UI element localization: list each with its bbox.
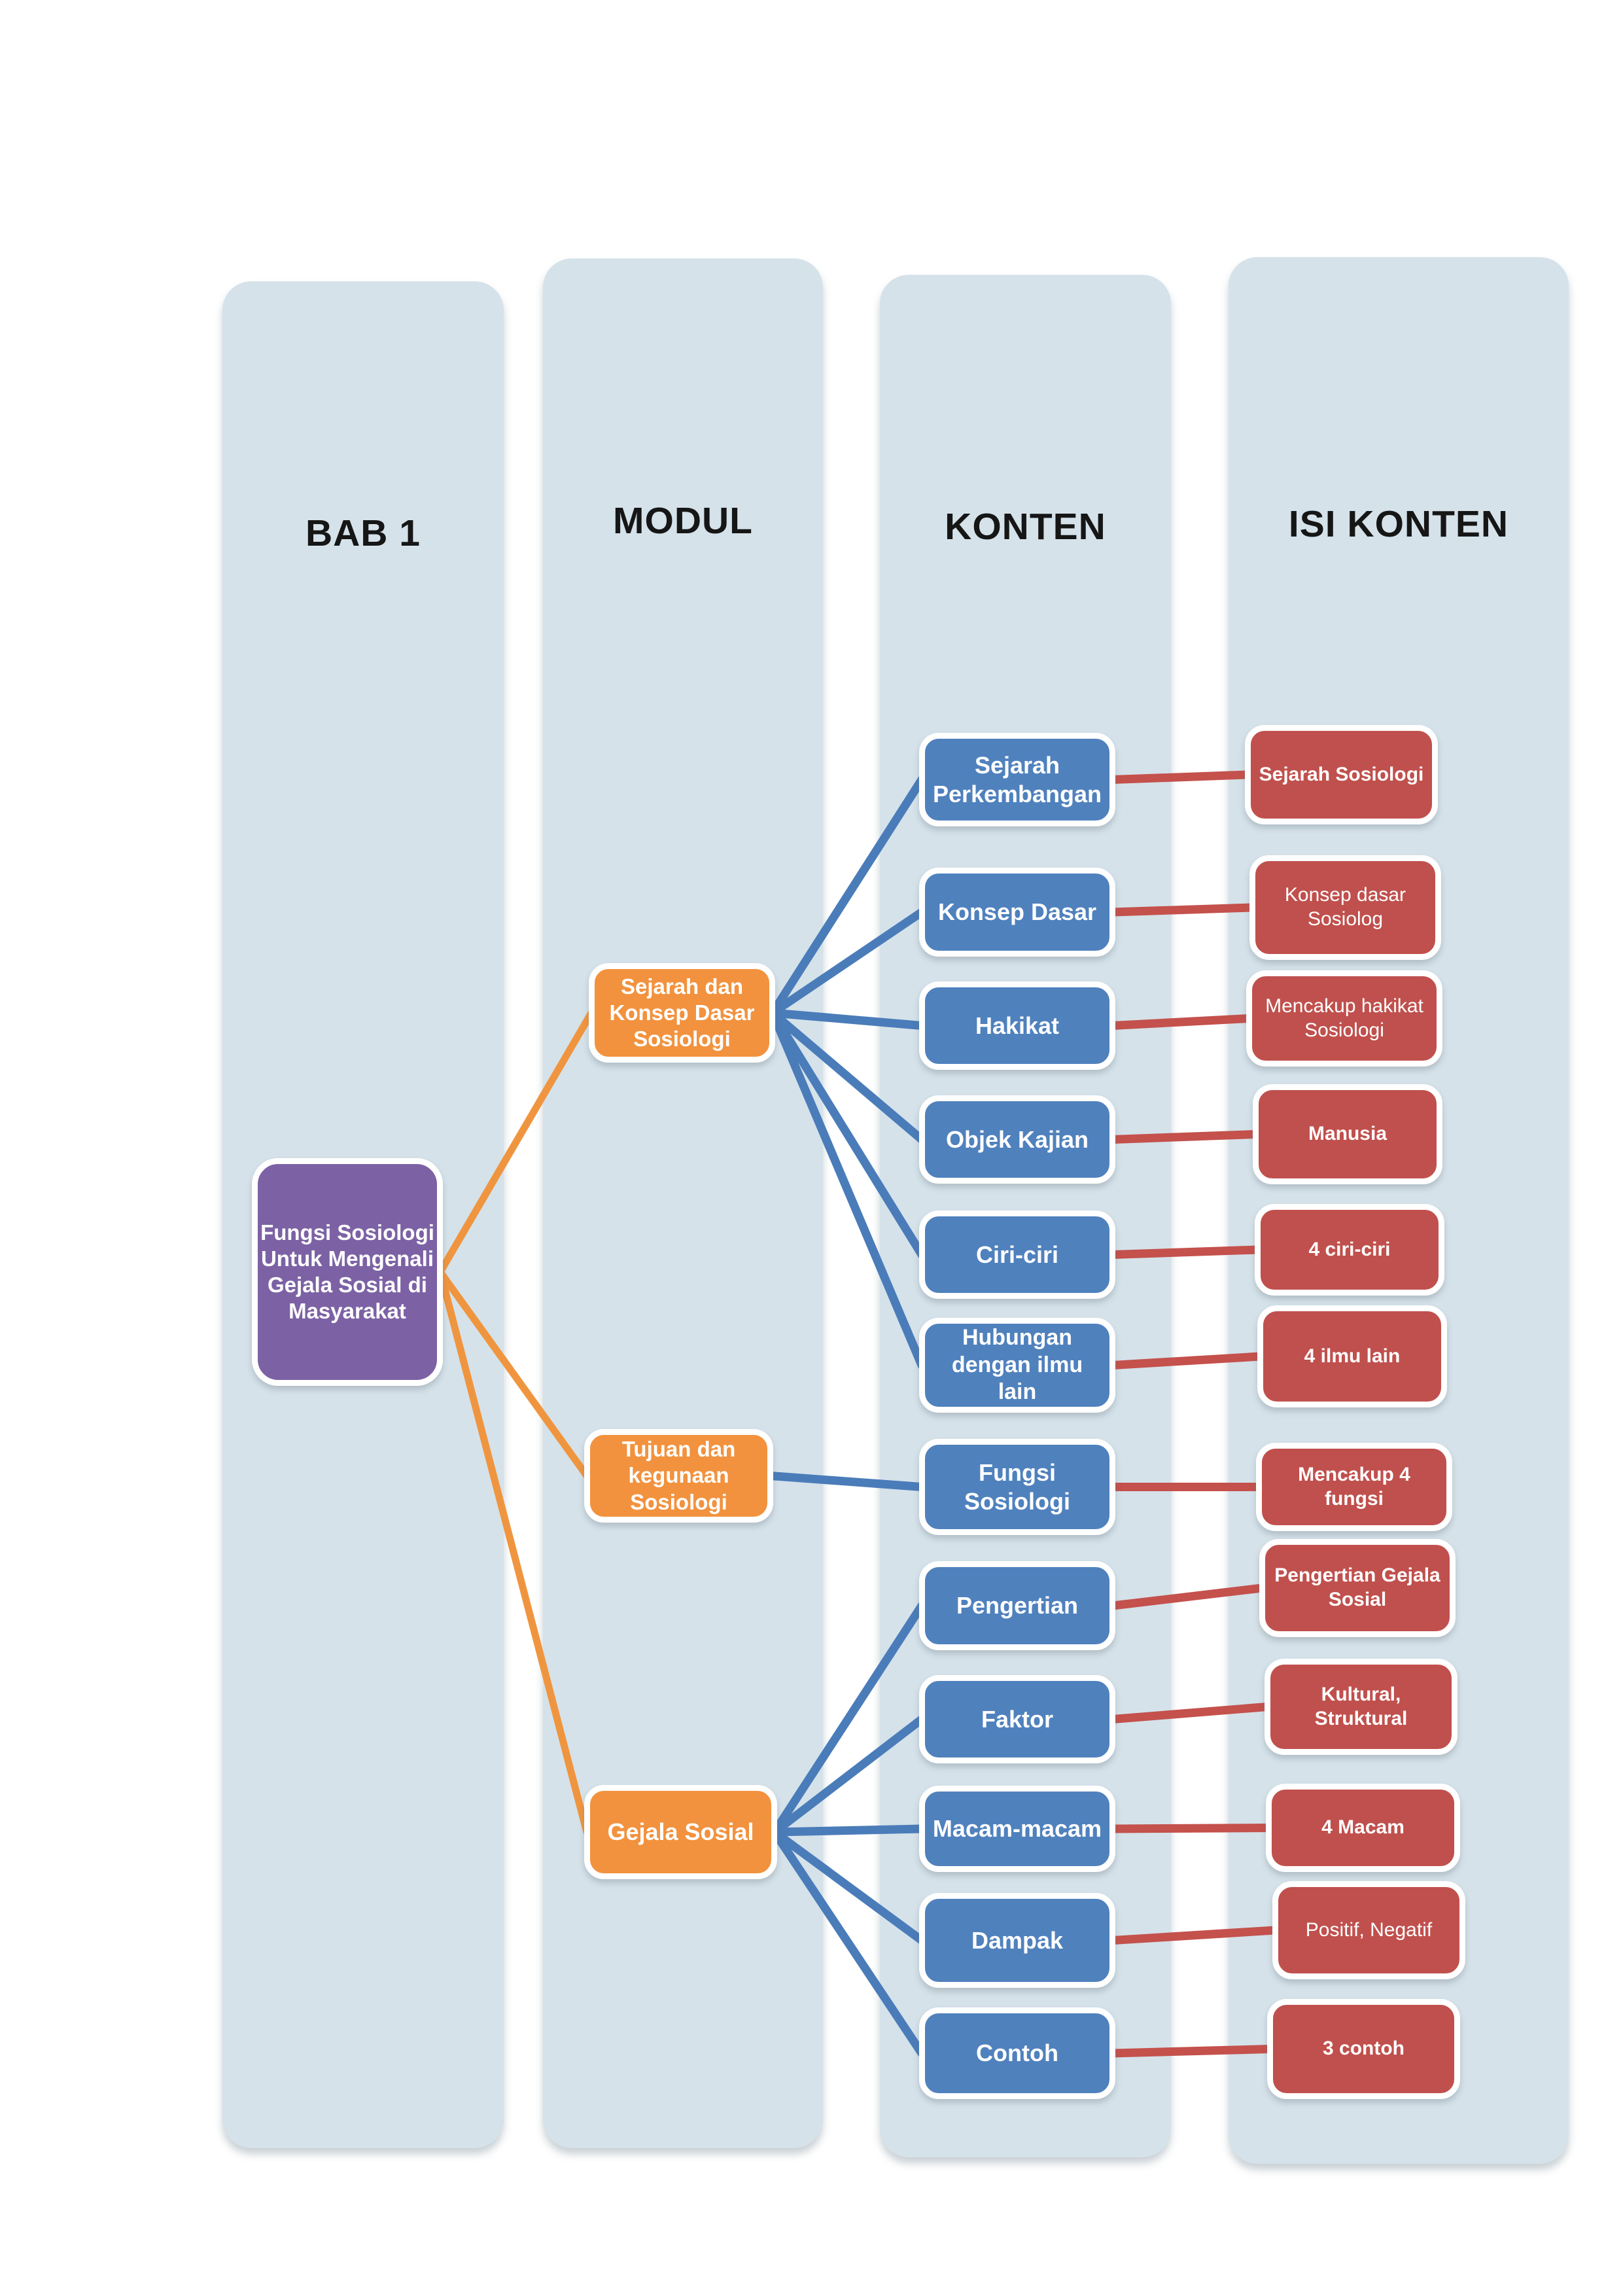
node-macam-macam: Macam-macam [919,1786,1115,1872]
node-gejala-sosial: Gejala Sosial [584,1785,777,1879]
link-sejarah-dan-konsep-dasar-konsep-dasar [768,908,926,1017]
link-pengertian-pengertian-gejala-sosial [1108,1583,1266,1610]
link-sejarah-dan-konsep-dasar-objek-kajian [768,1008,926,1144]
node-label: Hubungan dengan ilmu lain [951,1325,1083,1405]
node-label: 3 contoh [1323,2038,1405,2060]
link-hubungan-dengan-ilmu-lain-empat-ilmu-lain [1108,1352,1265,1369]
link-ciri-ciri-empat-ciri-ciri [1108,1245,1262,1259]
node-label: Mencakup 4 fungsi [1298,1463,1410,1510]
link-fungsi-sosiologi-root-sejarah-dan-konsep-dasar [436,1009,595,1276]
node-pengertian: Pengertian [919,1561,1115,1650]
link-fungsi-sosiologi-root-gejala-sosial [436,1268,591,1836]
link-gejala-sosial-dampak [770,1828,926,1945]
node-label: Positif, Negatif [1305,1918,1433,1941]
link-objek-kajian-manusia [1108,1130,1260,1144]
node-label: 4 ilmu lain [1304,1345,1401,1367]
node-label: Pengertian Gejala Sosial [1274,1564,1440,1610]
node-dampak: Dampak [919,1893,1115,1988]
link-hakikat-mencakup-hakikat-sosiologi [1108,1014,1253,1030]
node-kultural-struktural: Kultural, Struktural [1265,1659,1457,1755]
link-faktor-kultural-struktural [1108,1703,1272,1723]
node-pengertian-gejala-sosial: Pengertian Gejala Sosial [1259,1539,1456,1637]
link-sejarah-dan-konsep-dasar-hubungan-dengan-ilmu-lain [768,1008,926,1369]
node-mencakup-4-fungsi: Mencakup 4 fungsi [1256,1443,1452,1531]
node-label: 4 ciri-ciri [1308,1238,1391,1260]
link-konsep-dasar-konsep-dasar-sosiolog [1108,903,1257,917]
link-gejala-sosial-pengertian [770,1601,926,1837]
column-header-bab-1: BAB 1 [305,512,421,554]
node-konsep-dasar-sosiolog: Konsep dasar Sosiolog [1249,855,1441,960]
node-label: Mencakup hakikat Sosiologi [1265,995,1423,1041]
node-label: Contoh [976,2040,1058,2067]
node-sejarah-dan-konsep-dasar: Sejarah dan Konsep Dasar Sosiologi [589,963,775,1063]
node-label: Sejarah dan Konsep Dasar Sosiologi [609,974,755,1051]
node-contoh: Contoh [919,2007,1115,2099]
node-hakikat: Hakikat [919,981,1115,1070]
node-empat-ciri-ciri: 4 ciri-ciri [1255,1204,1444,1296]
link-dampak-positif-negatif [1108,1926,1280,1945]
node-label: 4 Macam [1321,1816,1405,1839]
node-label: Faktor [981,1705,1054,1733]
column-header-konten: KONTEN [945,506,1106,548]
node-label: Dampak [971,1926,1064,1954]
node-objek-kajian: Objek Kajian [919,1095,1115,1184]
node-empat-ilmu-lain: 4 ilmu lain [1257,1305,1447,1407]
link-macam-macam-empat-macam [1108,1824,1273,1833]
link-sejarah-perkembangan-sejarah-sosiologi [1108,770,1252,784]
node-fungsi-sosiologi-root: Fungsi Sosiologi Untuk Mengenali Gejala … [252,1158,443,1386]
node-label: Sejarah Sosiologi [1259,763,1424,785]
node-empat-macam: 4 Macam [1266,1784,1460,1872]
node-label: Ciri-ciri [975,1241,1059,1268]
link-gejala-sosial-contoh [770,1828,926,2058]
column-header-isi-konten: ISI KONTEN [1288,503,1509,545]
node-label: Manusia [1308,1123,1387,1145]
node-label: Konsep Dasar [937,898,1097,926]
node-label: Sejarah Perkembangan [932,751,1102,807]
node-tiga-contoh: 3 contoh [1267,1999,1460,2099]
node-label: Fungsi Sosiologi Untuk Mengenali Gejala … [260,1220,434,1324]
link-sejarah-dan-konsep-dasar-hakikat [768,1008,926,1030]
link-tujuan-dan-kegunaan-fungsi-sosiologi [766,1472,926,1491]
node-positif-negatif: Positif, Negatif [1272,1881,1465,1979]
link-gejala-sosial-faktor [770,1715,926,1837]
node-sejarah-sosiologi: Sejarah Sosiologi [1245,725,1438,824]
node-manusia: Manusia [1253,1084,1442,1184]
node-label: Tujuan dan kegunaan Sosiologi [621,1437,736,1514]
node-label: Pengertian [956,1592,1079,1619]
node-label: Kultural, Struktural [1314,1683,1408,1729]
node-label: Hakikat [975,1012,1060,1039]
node-label: Konsep dasar Sosiolog [1284,884,1406,930]
node-label: Objek Kajian [945,1125,1089,1153]
node-sejarah-perkembangan: Sejarah Perkembangan [919,733,1115,826]
node-mencakup-hakikat-sosiologi: Mencakup hakikat Sosiologi [1246,970,1442,1067]
node-label: Gejala Sosial [607,1818,754,1846]
node-hubungan-dengan-ilmu-lain: Hubungan dengan ilmu lain [919,1318,1115,1413]
node-fungsi-sosiologi: Fungsi Sosiologi [919,1439,1115,1535]
node-ciri-ciri: Ciri-ciri [919,1210,1115,1299]
column-header-modul: MODUL [613,500,753,542]
node-faktor: Faktor [919,1675,1115,1763]
link-contoh-tiga-contoh [1108,2045,1274,2058]
node-tujuan-dan-kegunaan: Tujuan dan kegunaan Sosiologi [584,1429,773,1523]
link-sejarah-dan-konsep-dasar-sejarah-perkembangan [768,775,926,1017]
node-konsep-dasar: Konsep Dasar [919,868,1115,957]
link-sejarah-dan-konsep-dasar-ciri-ciri [768,1008,926,1259]
node-label: Macam-macam [932,1815,1102,1843]
link-gejala-sosial-macam-macam [770,1824,926,1837]
link-fungsi-sosiologi-root-tujuan-dan-kegunaan [436,1268,591,1479]
node-label: Fungsi Sosiologi [964,1458,1070,1515]
